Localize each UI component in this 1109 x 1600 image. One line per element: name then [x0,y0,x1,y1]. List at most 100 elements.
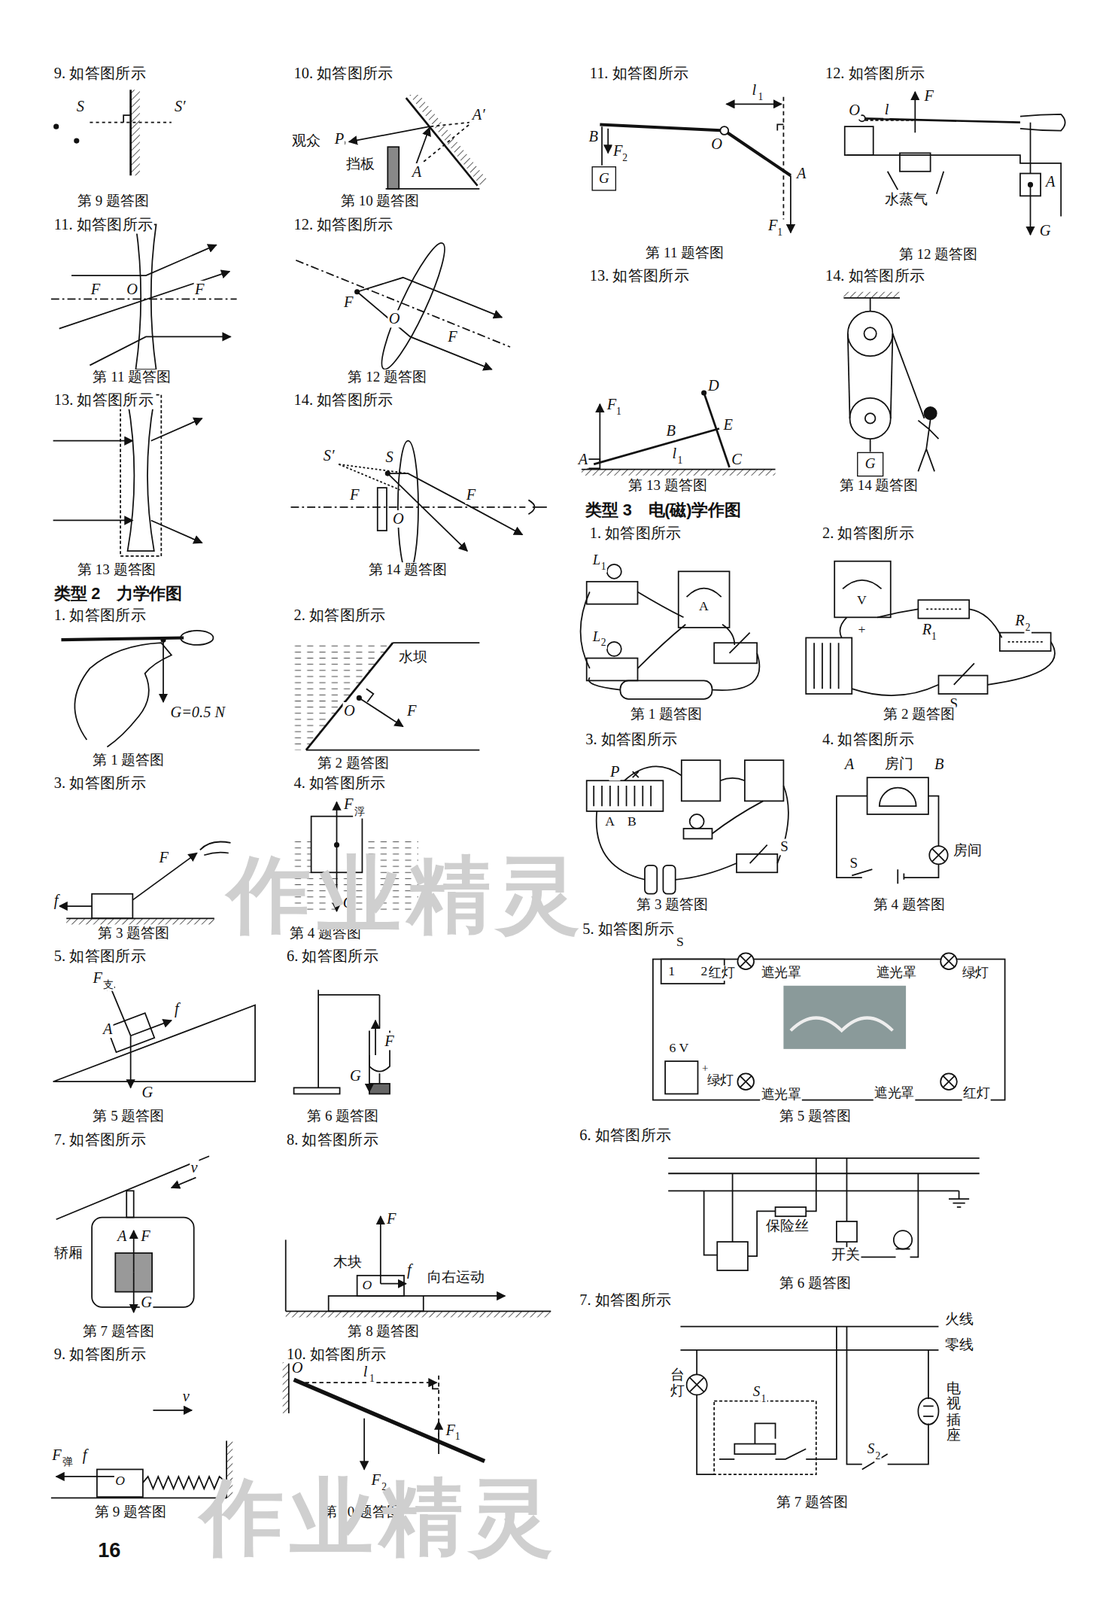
figure-caption: 第 11 题答图 [91,369,172,386]
figure-caption: 11. 如答图所示 [53,215,155,234]
figure-caption: 1. 如答图所示 [53,607,148,625]
figure-caption: 3. 如答图所示 [584,730,679,748]
figure-label: O [710,135,724,153]
figure-label: 保险丝 [765,1218,811,1235]
figure-caption: 7. 如答图所示 [53,1131,148,1149]
figure-label: A [843,756,855,774]
figure-caption: 第 8 题答图 [346,1323,421,1340]
figure-label: G [140,1083,154,1101]
figure-label: l [750,81,757,99]
figure-label: 红灯 [707,965,736,981]
figure-caption: 9. 如答图所示 [53,65,148,83]
figure-label: C [730,450,743,468]
figure-caption: 13. 如答图所示 [588,267,690,285]
figure-label: A [577,450,590,468]
watermark: 作业精灵 [226,847,588,944]
figure-label: 遮光罩 [875,965,918,981]
figure-label: F [139,1227,152,1245]
figure-label: 1 [930,630,938,643]
figure-label: O [125,280,139,298]
figure-label: G [139,1293,153,1311]
figure-label: A [604,814,616,830]
figure-label: + [701,1060,710,1074]
figure-label: 遮光罩 [759,1087,803,1103]
figure-label: F [157,848,170,866]
figure-caption: 第 3 题答图 [97,925,171,942]
figure-label: f [406,1260,413,1279]
figure-label: 6 V [668,1040,690,1056]
figure-label: 1 [368,1372,376,1385]
figure-label: O [290,1358,304,1377]
figure-label: 遮光罩 [759,965,803,981]
figure-label: l [361,1363,368,1381]
figure-label: 1 [615,404,623,417]
figure-label: 火线 [943,1310,975,1328]
figure-label: A [116,1227,128,1245]
figure-caption: 第 12 题答图 [897,246,979,264]
figure-label: 零线 [943,1336,975,1353]
figure-label: F [89,280,101,298]
figure-caption: 第 5 题答图 [91,1108,166,1125]
figure-label: 水蒸气 [883,191,929,209]
figure-caption: 6. 如答图所示 [578,1126,673,1144]
figure-label: v [189,1158,199,1176]
figure-label: 1 [756,91,764,104]
figure-label: E [722,416,734,434]
figure-label: S′ [322,446,336,465]
figure-caption: 第 13 题答图 [627,477,708,495]
figure-label: 房间 [951,842,983,860]
figure-caption: 3. 如答图所示 [53,774,148,792]
figure-caption: 第 9 题答图 [94,1503,168,1521]
figure-caption: 7. 如答图所示 [578,1291,673,1310]
figure-label: F [385,1209,398,1228]
figure-label: A [796,165,808,183]
figure-label: O [847,102,861,120]
figure-caption: 第 3 题答图 [635,896,710,914]
figure-label: 电视插座 [945,1380,963,1444]
figure-label: 观众 [290,132,322,149]
figure-label: 房门 [883,756,915,773]
figure-label: B [626,814,638,830]
figure-label: 木块 [332,1254,364,1271]
figure-label: 轿厢 [53,1244,85,1261]
figure-caption: 第 7 题答图 [775,1493,850,1511]
figure-caption: 2. 如答图所示 [292,607,387,625]
figure-label: A [410,163,423,181]
figure-caption: 4. 如答图所示 [292,774,387,792]
figure-caption: 第 5 题答图 [778,1108,853,1125]
figure-caption: 5. 如答图所示 [53,947,148,966]
figure-caption: 11. 如答图所示 [588,65,690,83]
figure-label: 支 [102,978,115,991]
figure-caption: 2. 如答图所示 [821,524,916,542]
figure-label: 2 [599,636,607,649]
figure-label: D [707,377,721,395]
figure-caption: 第 1 题答图 [629,705,704,723]
figure-caption: 8. 如答图所示 [285,1131,380,1149]
figure-label: G [349,1066,362,1085]
figure-label: A [1045,173,1057,192]
figure-caption: 第 12 题答图 [346,369,428,386]
figure-label: O [361,1277,373,1293]
section-heading: 类型 3 电(磁)学作图 [584,501,742,520]
figure-label: 1 [453,1430,461,1443]
figure-label: F [194,280,206,298]
figure-label: 1 [776,226,784,239]
figure-label: 绿灯 [705,1073,735,1089]
figure-label: f [173,999,180,1018]
figure-caption: 4. 如答图所示 [821,730,916,748]
figure-caption: 第 9 题答图 [76,192,151,210]
figure-label: S [779,838,790,856]
figure-label: + [856,622,867,638]
figure-label: 开关 [830,1246,862,1264]
weight-label: G [865,455,876,473]
figure-caption: 第 1 题答图 [91,751,166,769]
figure-label: G=0.5 N [169,704,226,722]
figure-label: P [333,130,345,149]
figure-caption: 第 10 题答图 [340,192,421,210]
figure-label: P [609,762,621,781]
figure-label: S [675,934,686,950]
figure-label: A [102,1020,114,1038]
figure-label: f [53,891,60,909]
figure-caption: 5. 如答图所示 [581,920,676,938]
